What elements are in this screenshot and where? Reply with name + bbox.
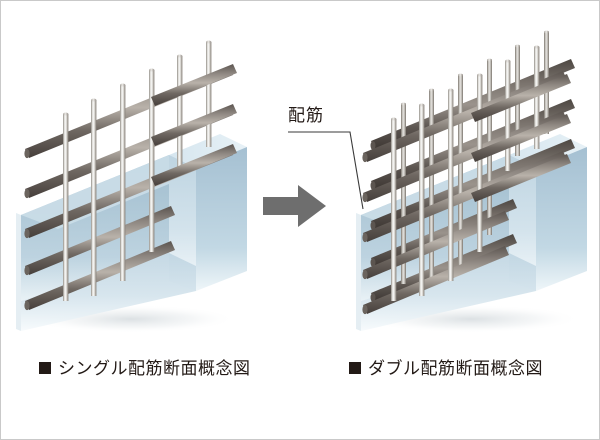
rebar-vertical xyxy=(448,88,454,281)
annotation-label: 配筋 xyxy=(288,106,324,125)
wall-plinth xyxy=(21,253,196,331)
vertical-rebars xyxy=(62,40,212,301)
wall-top-face xyxy=(169,134,247,168)
rebar-vertical xyxy=(477,73,483,252)
rebar-vertical xyxy=(429,88,434,280)
right-arrow-icon xyxy=(263,185,326,227)
rebar-vertical xyxy=(419,103,425,296)
rebar-horizontal xyxy=(362,151,567,243)
caption-row: シングル配筋断面概念図 ダブル配筋断面概念図 xyxy=(1,353,599,383)
rebar-horizontal xyxy=(362,246,509,315)
rebar-horizontal xyxy=(24,241,175,311)
annotation-leader xyxy=(288,131,364,210)
vertical-rebars-front-layer xyxy=(391,45,540,301)
rebar-horizontal xyxy=(362,111,567,203)
rebar-vertical xyxy=(401,102,406,284)
wall-side-face xyxy=(536,147,587,291)
horizontal-rebars-front xyxy=(151,64,237,186)
wall-left-edge xyxy=(16,213,21,331)
rebar-vertical xyxy=(120,83,126,281)
caption-single-label: シングル配筋断面概念図 xyxy=(58,358,251,378)
rebar-vertical xyxy=(505,59,511,171)
rebar-horizontal xyxy=(24,206,175,276)
caption-double: ダブル配筋断面概念図 xyxy=(349,360,543,377)
wall-left-edge xyxy=(356,213,361,331)
caption-double-label: ダブル配筋断面概念図 xyxy=(368,358,543,378)
horizontal-rebars-front-overlay xyxy=(471,74,571,202)
rebar-vertical xyxy=(149,68,155,252)
rebar-vertical xyxy=(91,98,97,296)
double-rebar-diagram xyxy=(356,30,587,333)
transition-arrow xyxy=(263,185,326,227)
rebar-vertical xyxy=(458,73,463,265)
rebar-horizontal xyxy=(362,211,509,280)
single-rebar-diagram xyxy=(16,40,247,333)
wall-plinth xyxy=(361,253,536,331)
bullet-square-icon xyxy=(39,362,51,374)
caption-single: シングル配筋断面概念図 xyxy=(39,360,251,377)
rebar-vertical xyxy=(534,45,540,149)
rebar-vertical xyxy=(206,40,212,147)
horizontal-rebars-front-layer xyxy=(362,71,567,315)
wall-side-face xyxy=(196,147,247,291)
rebar-vertical xyxy=(391,117,397,301)
bullet-square-icon xyxy=(349,362,361,374)
rebar-vertical xyxy=(177,54,183,169)
rebar-horizontal xyxy=(362,71,567,163)
leader-line xyxy=(288,131,364,210)
rebar-vertical xyxy=(62,112,69,301)
